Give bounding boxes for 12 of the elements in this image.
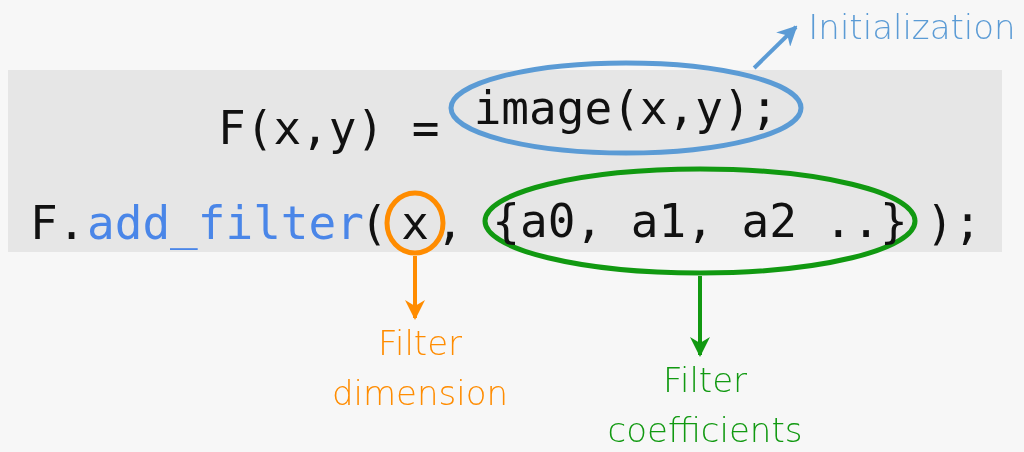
code-text: {a0, a1, a2 ..} xyxy=(492,198,908,244)
code-band xyxy=(8,70,1002,252)
code-text: ); xyxy=(926,200,982,246)
annotation-label: Filter dimension xyxy=(300,318,540,418)
code-text: x xyxy=(401,200,429,246)
code-text: F. xyxy=(30,200,86,246)
arrow xyxy=(405,256,425,320)
annotation-label: Initialization xyxy=(800,2,1024,52)
arrow xyxy=(752,25,798,70)
arrow xyxy=(690,276,710,357)
annotation-label: Filter coefficients xyxy=(590,355,820,452)
code-text: , xyxy=(436,200,464,246)
